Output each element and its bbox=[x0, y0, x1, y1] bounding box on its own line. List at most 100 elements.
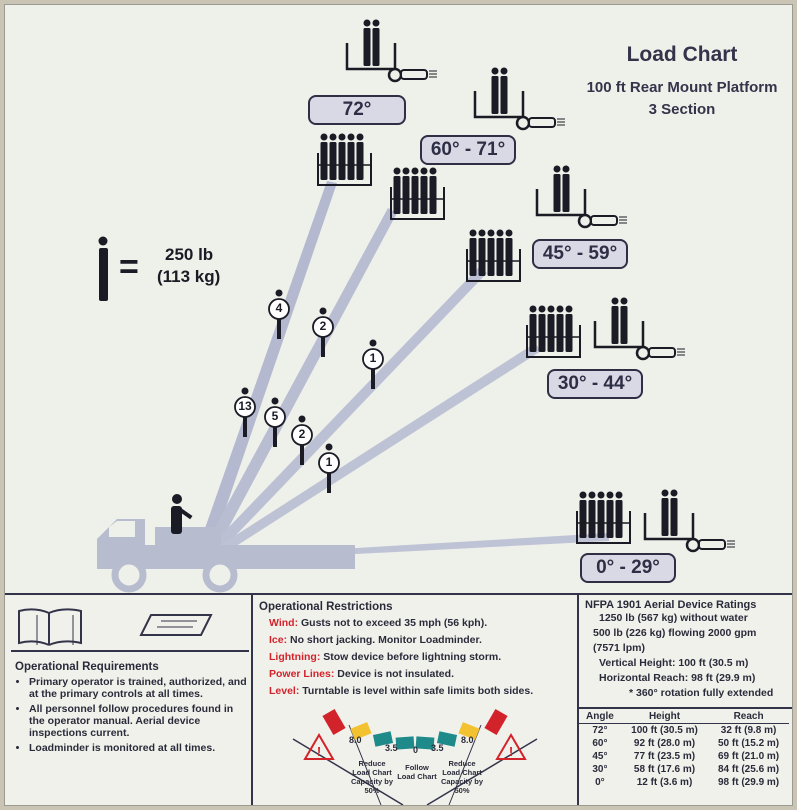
capacity-marker bbox=[312, 307, 334, 357]
gauge-note-right: Reduce Load Chart Capacity by 50% bbox=[440, 759, 484, 795]
angle-badge-0-29: 0° - 29° bbox=[580, 553, 676, 583]
table-row: 0°12 ft (3.6 m)98 ft (29.9 m) bbox=[595, 777, 780, 788]
gauge-segment bbox=[395, 736, 415, 750]
restrictions-section: Operational Restrictions Wind: Gusts not… bbox=[253, 595, 579, 805]
chart-subtitle: 100 ft Rear Mount Platform bbox=[586, 79, 778, 96]
occupant-stack bbox=[466, 229, 521, 282]
chart-title: Load Chart bbox=[626, 43, 738, 66]
requirements-heading: Operational Requirements bbox=[15, 661, 159, 673]
legend-weight-kg: (113 kg) bbox=[157, 267, 221, 286]
boom-diagram bbox=[97, 19, 735, 593]
ratings-heading: NFPA 1901 Aerial Device Ratings bbox=[585, 599, 757, 611]
gauge-note-left: Reduce Load Chart Capacity by 50% bbox=[350, 759, 394, 795]
restriction-level: Level: Turntable is level within safe li… bbox=[269, 685, 534, 697]
table-row: 72°100 ft (30.5 m)32 ft (9.8 m) bbox=[592, 725, 777, 736]
warning-triangle-right-icon: ! bbox=[495, 733, 527, 760]
book-icon bbox=[18, 608, 82, 646]
open-manual-icon bbox=[139, 614, 213, 636]
platform-nozzle-icon bbox=[473, 67, 565, 131]
chart-section: 3 Section bbox=[648, 101, 716, 118]
capacity-marker bbox=[362, 339, 384, 389]
person-weight-icon bbox=[98, 236, 108, 301]
capacity-marker-count: 2 bbox=[319, 319, 327, 333]
gauge-tick-left-inner: 3.5 bbox=[385, 743, 398, 753]
restriction-lightning: Lightning: Stow device before lightning … bbox=[269, 651, 502, 663]
gauge-tick-right-inner: 3.5 bbox=[431, 743, 444, 753]
gauge-red-left-band bbox=[322, 708, 346, 736]
table-row: 30°58 ft (17.6 m)84 ft (25.6 m) bbox=[592, 764, 780, 775]
manual-icons bbox=[11, 608, 249, 652]
gauge-red-right-band bbox=[484, 708, 508, 736]
rating-line: (7571 lpm) bbox=[593, 642, 645, 654]
legend-weight-lb: 250 lb bbox=[165, 245, 214, 264]
rating-line: * 360° rotation fully extended bbox=[629, 687, 774, 699]
operator-icon bbox=[171, 494, 193, 534]
boom-ray-30 bbox=[205, 343, 541, 557]
requirement-item: Loadminder is monitored at all times. bbox=[29, 742, 247, 754]
platform-nozzle-icon bbox=[535, 165, 627, 229]
boom-ray-60 bbox=[201, 208, 397, 553]
angle-badge-72: 72° bbox=[308, 95, 406, 125]
angle-table: Angle Height Reach 72°100 ft (30.5 m)32 … bbox=[579, 710, 789, 789]
ratings-section: NFPA 1901 Aerial Device Ratings 1250 lb … bbox=[579, 595, 792, 805]
restrictions-heading: Operational Restrictions bbox=[259, 601, 393, 613]
boom-ray-45 bbox=[203, 267, 487, 555]
requirements-section: Operational Requirements Primary operato… bbox=[5, 595, 253, 805]
angle-table-header: Angle Height Reach bbox=[579, 710, 789, 724]
load-chart-placard: Load Chart 100 ft Rear Mount Platform 3 … bbox=[4, 4, 793, 806]
platform-nozzle-icon bbox=[345, 19, 437, 83]
rating-line: Vertical Height: 100 ft (30.5 m) bbox=[599, 657, 749, 669]
occupant-stacks bbox=[317, 133, 631, 544]
gauge-segment bbox=[372, 731, 394, 747]
capacity-marker-count: 13 bbox=[238, 399, 252, 413]
gauge-tick-right-outer: 8.0 bbox=[461, 735, 474, 745]
gauge-segment bbox=[415, 736, 435, 750]
table-row: 60°92 ft (28.0 m)50 ft (15.2 m) bbox=[592, 738, 780, 749]
gauge-segment bbox=[458, 722, 480, 740]
requirements-list: Primary operator is trained, authorized,… bbox=[15, 676, 247, 754]
gauge-segments bbox=[350, 722, 480, 750]
info-panel: Operational Requirements Primary operato… bbox=[5, 593, 792, 805]
svg-text:!: ! bbox=[317, 744, 321, 759]
occupant-stack bbox=[317, 133, 372, 186]
occupant-stack bbox=[576, 491, 631, 544]
capacity-marker-count: 1 bbox=[369, 351, 377, 365]
platform-icons bbox=[345, 19, 735, 553]
requirement-item: All personnel follow procedures found in… bbox=[29, 703, 247, 739]
warning-triangle-left-icon: ! bbox=[303, 733, 335, 760]
gauge-segment bbox=[350, 722, 372, 740]
gauge-note-center: Follow Load Chart bbox=[397, 763, 437, 781]
boom-rays bbox=[197, 181, 609, 561]
rating-line: 500 lb (226 kg) flowing 2000 gpm bbox=[593, 627, 757, 639]
rating-line: Horizontal Reach: 98 ft (29.9 m) bbox=[599, 672, 756, 684]
platform-nozzle-icon bbox=[643, 489, 735, 553]
rating-line: 1250 lb (567 kg) without water bbox=[599, 612, 748, 624]
capacity-marker-count: 1 bbox=[325, 455, 333, 469]
truck-icon bbox=[97, 519, 355, 593]
angle-badge-30-44: 30° - 44° bbox=[547, 369, 643, 399]
legend-equals: = bbox=[119, 248, 139, 286]
requirement-item: Primary operator is trained, authorized,… bbox=[29, 676, 247, 700]
restriction-ice: Ice: No short jacking. Monitor Loadminde… bbox=[269, 634, 482, 646]
capacity-marker bbox=[234, 387, 256, 437]
restriction-power-lines: Power Lines: Device is not insulated. bbox=[269, 668, 454, 680]
restriction-wind: Wind: Gusts not to exceed 35 mph (56 kph… bbox=[269, 617, 488, 629]
gauge-tick-left-outer: 8.0 bbox=[349, 735, 362, 745]
occupant-stack bbox=[526, 305, 581, 358]
gauge-tick-center: 0 bbox=[413, 745, 419, 755]
gauge-segment bbox=[436, 731, 458, 747]
capacity-marker-count: 4 bbox=[275, 301, 283, 315]
capacity-marker bbox=[264, 397, 286, 447]
svg-text:!: ! bbox=[509, 744, 513, 759]
capacity-marker bbox=[318, 443, 340, 493]
angle-badge-45-59: 45° - 59° bbox=[532, 239, 628, 269]
boom-ray-72 bbox=[197, 181, 337, 551]
angle-badge-60-71: 60° - 71° bbox=[420, 135, 516, 165]
platform-nozzle-icon bbox=[593, 297, 685, 361]
capacity-markers bbox=[234, 289, 384, 493]
table-row: 45°77 ft (23.5 m)69 ft (21.0 m) bbox=[592, 751, 780, 762]
capacity-marker bbox=[291, 415, 313, 465]
capacity-marker bbox=[268, 289, 290, 339]
capacity-marker-count: 2 bbox=[298, 427, 306, 441]
occupant-stack bbox=[390, 167, 445, 220]
